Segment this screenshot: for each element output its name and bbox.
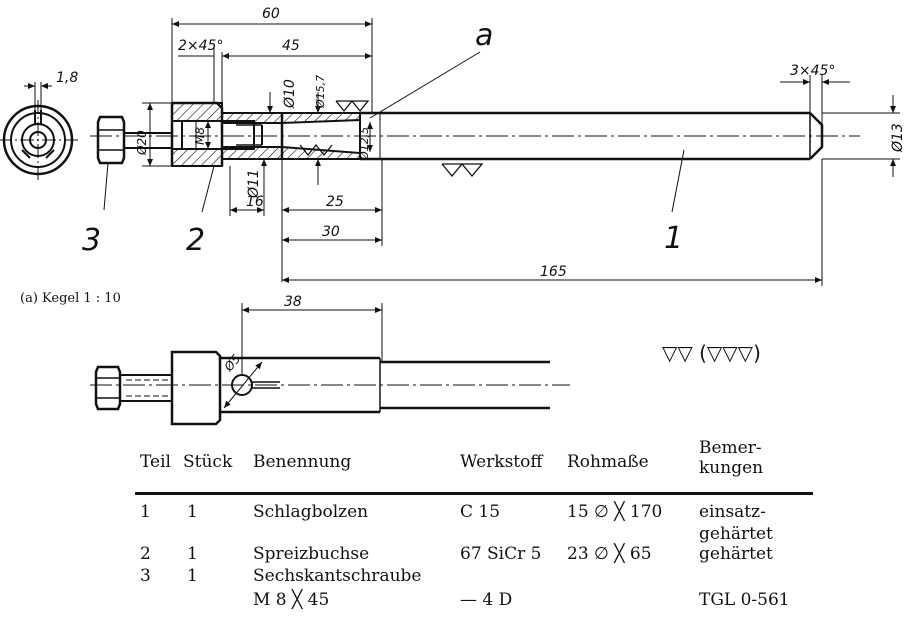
surface-finish-legend: ▽▽ (▽▽▽) (662, 341, 761, 365)
cell-teil: 1 (140, 502, 151, 522)
header-stueck: Stück (183, 452, 233, 472)
label-a: a (475, 18, 493, 53)
cell-rohmasse: 23 ∅ ╳ 65 (567, 544, 652, 564)
header-teil: Teil (140, 452, 171, 472)
dim-30: 30 (322, 224, 340, 240)
cell-benennung: Schlagbolzen (253, 502, 369, 522)
cell-werkstoff: — 4 D (460, 590, 513, 610)
dim-38: 38 (284, 294, 302, 310)
dim-m8: M8 (193, 127, 207, 145)
cell-werkstoff: 67 SiCr 5 (460, 544, 542, 564)
cell-benennung: Spreizbuchse (253, 544, 370, 564)
cell-teil: 2 (140, 544, 151, 564)
dim-16: 16 (246, 194, 264, 210)
header-bemerkungen-2: kungen (699, 458, 764, 478)
dim-45: 45 (282, 38, 300, 54)
cell-stueck: 1 (187, 566, 198, 586)
dim-dia12-5: Ø12,5 (358, 127, 371, 161)
assembly-view (90, 350, 570, 426)
taper-note: (a) Kegel 1 : 10 (20, 291, 121, 306)
part-label-2: 2 (186, 223, 205, 258)
cell-benennung-2: M 8 ╳ 45 (253, 590, 330, 610)
dim-dia10: Ø10 (282, 79, 298, 109)
dim-2x45: 2×45° (178, 38, 223, 54)
cell-bemerkung-2: gehärtet (699, 524, 773, 544)
dim-60: 60 (262, 6, 280, 22)
header-benennung: Benennung (253, 452, 352, 472)
cell-bemerkung: gehärtet (699, 544, 773, 564)
dim-dia20: Ø20 (135, 130, 149, 156)
dim-38-lines (241, 303, 383, 375)
dim-dia13: Ø13 (890, 123, 905, 153)
cell-benennung: Sechskantschraube (253, 566, 422, 586)
cell-werkstoff: C 15 (460, 502, 501, 522)
header-rule (135, 492, 813, 495)
dim-3x45: 3×45° (790, 63, 835, 79)
dim-dia5: Ø5 (221, 352, 243, 375)
cell-bemerkung: TGL 0-561 (699, 590, 790, 610)
header-bemerkungen-1: Bemer- (699, 438, 762, 458)
dim-dia11: Ø11 (246, 169, 262, 199)
part-label-1: 1 (664, 221, 683, 256)
cell-rohmasse: 15 ∅ ╳ 170 (567, 502, 663, 522)
header-rohmasse: Rohmaße (567, 452, 649, 472)
part-label-3: 3 (82, 223, 101, 258)
dimension-lines (103, 18, 900, 286)
cell-bemerkung: einsatz- (699, 502, 766, 522)
end-view (0, 82, 78, 180)
section-view (90, 99, 860, 178)
cell-stueck: 1 (187, 502, 198, 522)
dim-165: 165 (540, 264, 567, 280)
cell-stueck: 1 (187, 544, 198, 564)
header-werkstoff: Werkstoff (460, 452, 543, 472)
dim-1-8: 1,8 (56, 70, 78, 86)
cell-teil: 3 (140, 566, 151, 586)
dim-dia15-7: Ø15,7 (314, 75, 327, 109)
dim-25: 25 (326, 194, 344, 210)
